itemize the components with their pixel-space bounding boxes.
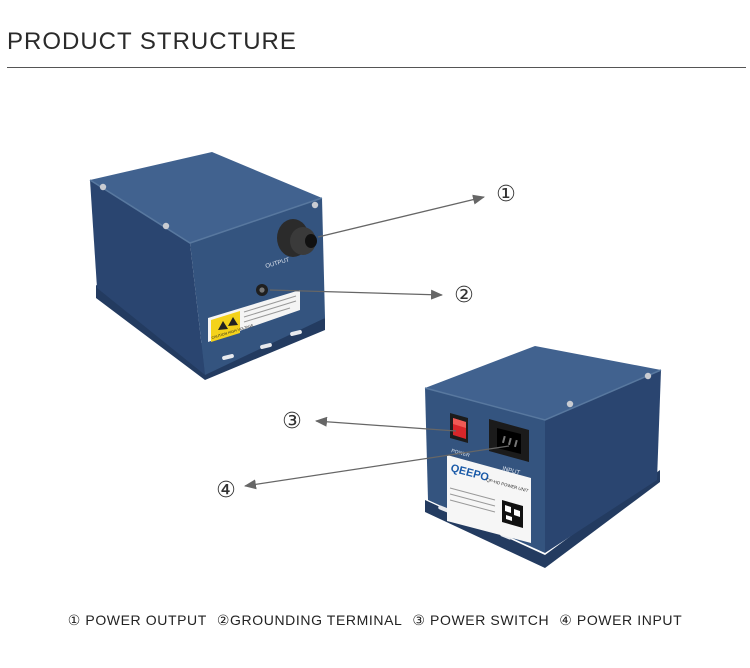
box-left-face (90, 180, 205, 375)
grounding-terminal (256, 284, 268, 296)
callout-arrow-4 (244, 445, 510, 490)
screw-icon (162, 222, 170, 230)
legend-item-grounding-terminal: ②GROUNDING TERMINAL (216, 612, 403, 628)
box-top (90, 152, 322, 243)
callout-arrow-3 (315, 416, 457, 432)
box-back-top (425, 346, 661, 420)
power-output-connector (277, 219, 317, 257)
callout-marker-4: ④ (216, 477, 236, 502)
power-switch (450, 413, 468, 443)
warning-icon (218, 321, 228, 330)
callout-marker-2: ② (454, 282, 474, 307)
device-front-view: OUTPUT CAUTION HIGH VOLTAGE (89, 152, 325, 380)
page-title: PRODUCT STRUCTURE (7, 28, 297, 55)
legend-item-power-output: ① POWER OUTPUT (67, 612, 207, 628)
power-input-label: INPUT (501, 466, 520, 477)
screw-icon (99, 183, 107, 191)
qr-code (502, 500, 523, 528)
legend: ① POWER OUTPUT ②GROUNDING TERMINAL ③ POWER… (0, 612, 750, 629)
device-back-view: POWER INPUT QEEPO QP-HD POWER UNIT (424, 346, 662, 568)
screw-icon (311, 201, 319, 209)
callout-arrow-1 (317, 194, 485, 238)
warning-icon (228, 317, 238, 326)
callout-marker-1: ① (496, 181, 516, 206)
box-back-side-face (545, 370, 661, 553)
legend-item-power-input: ④ POWER INPUT (559, 612, 683, 628)
screw-icon (566, 400, 574, 408)
callout-marker-3: ③ (282, 408, 302, 433)
callout-arrow-2 (269, 289, 443, 300)
legend-item-power-switch: ③ POWER SWITCH (412, 612, 550, 628)
screw-icon (644, 372, 652, 380)
title-divider (7, 67, 746, 68)
